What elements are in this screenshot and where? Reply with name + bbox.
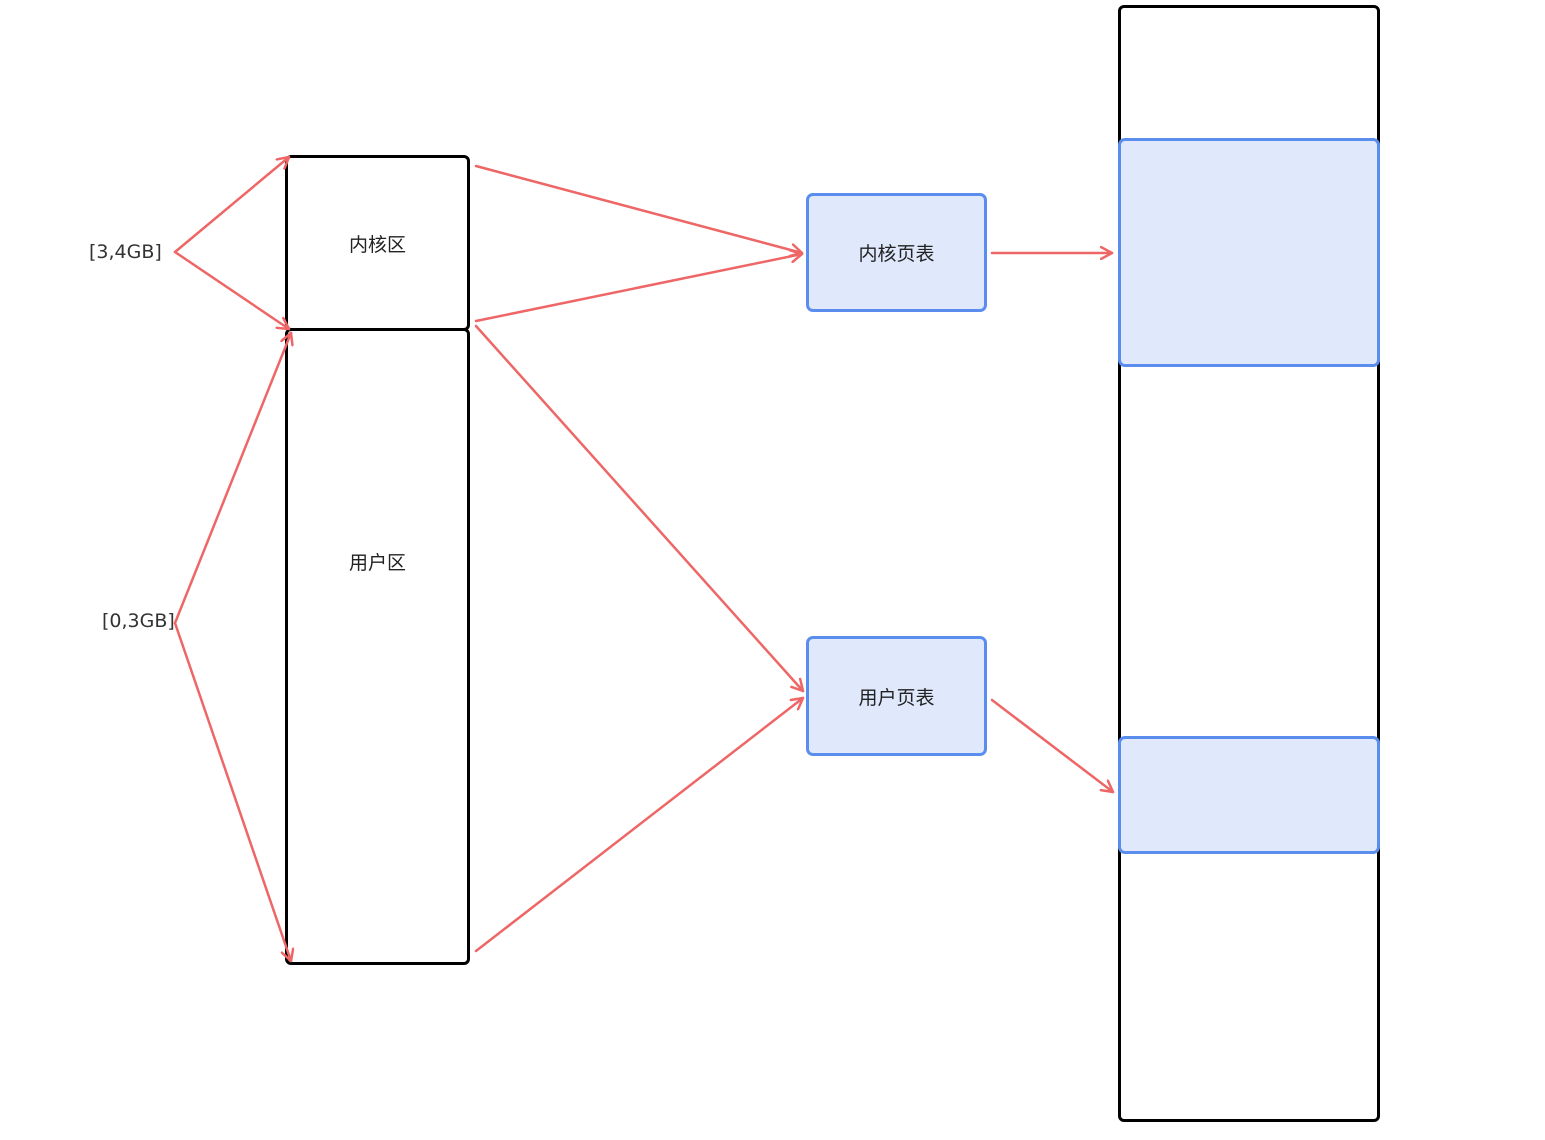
physical-user-region	[1118, 736, 1380, 854]
range-high-label: [3,4GB]	[89, 241, 162, 263]
arrow-kernel-bottom-to-user-table	[474, 324, 805, 693]
arrow-kernel-top-to-kernel-table	[474, 164, 804, 253]
user-area-label: 用户区	[348, 552, 406, 574]
physical-kernel-region	[1118, 138, 1380, 367]
user-page-table-box: 用户页表	[806, 636, 987, 756]
arrow-kernel-bottom-to-kernel-table	[474, 254, 804, 323]
range-low-label: [0,3GB]	[102, 610, 175, 632]
user-area-box: 用户区	[285, 328, 470, 965]
kernel-page-table-label: 内核页表	[858, 243, 935, 265]
kernel-page-table-box: 内核页表	[806, 193, 987, 312]
arrow-user-table-to-physical	[990, 698, 1115, 794]
arrow-high-to-kernel-top	[173, 155, 291, 254]
arrow-low-to-user-top	[173, 331, 291, 625]
arrow-high-to-kernel-bottom	[173, 250, 291, 331]
user-page-table-label: 用户页表	[858, 686, 935, 709]
kernel-area-label: 内核区	[348, 233, 406, 256]
arrow-low-to-user-bottom	[173, 621, 291, 963]
kernel-area-box: 内核区	[285, 155, 470, 331]
arrow-user-bottom-to-user-table	[474, 696, 805, 953]
